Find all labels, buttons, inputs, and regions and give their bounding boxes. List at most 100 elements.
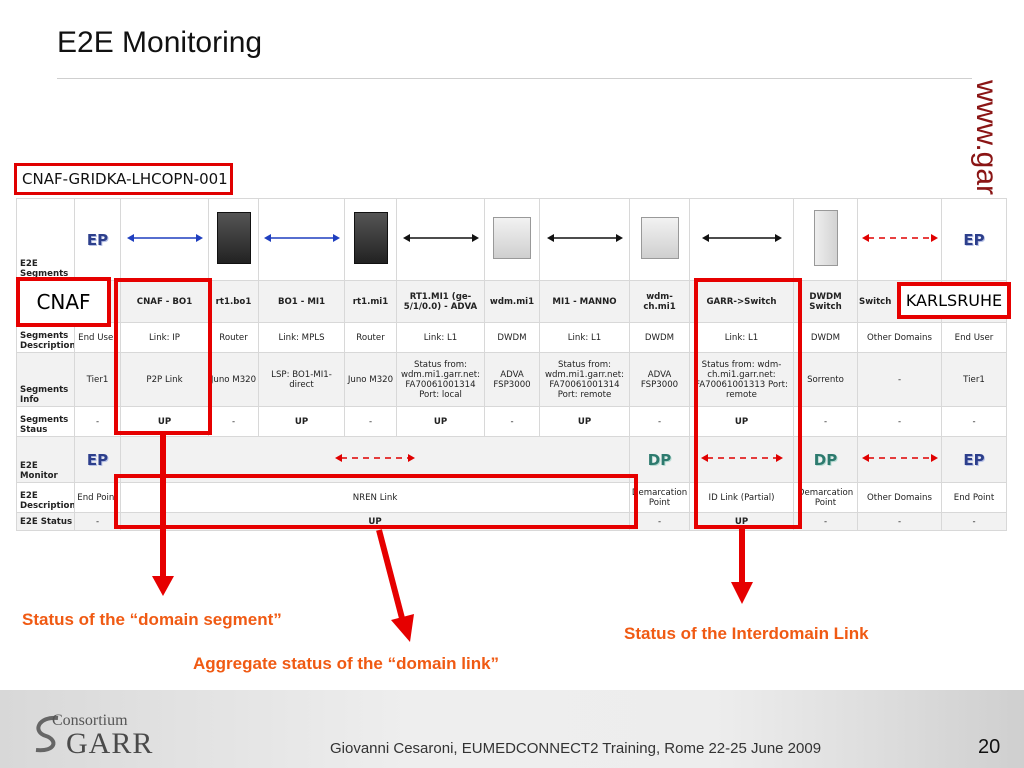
segment-description: End User — [941, 322, 1007, 353]
double-arrow-black-icon — [701, 234, 782, 242]
dwdm-device-icon — [640, 217, 679, 259]
segment-info: Tier1 — [941, 352, 1007, 407]
garr-logo-icon — [35, 715, 59, 753]
segment-description: Router — [208, 322, 259, 353]
switch-device-icon — [813, 210, 838, 266]
segment-info: LSP: BO1-MI1-direct — [258, 352, 345, 407]
dwdm-device-icon — [493, 217, 531, 259]
segment-info: Tier1 — [74, 352, 121, 407]
arrow-black-2 — [539, 198, 630, 281]
segment-description: Other Domains — [857, 322, 942, 353]
segments-description-row: Segments Description End User Link: IP R… — [16, 322, 1007, 353]
segment-status: - — [857, 406, 942, 437]
ep-cell-left: EP — [74, 436, 121, 483]
double-arrow-blue-icon — [126, 234, 203, 242]
domain-link-highlight-box — [114, 474, 638, 529]
segment-info: Juno M320 — [344, 352, 397, 407]
dwdm-icon-cell-2 — [629, 198, 690, 281]
arrow-black-3 — [689, 198, 794, 281]
segment-description: Link: MPLS — [258, 322, 345, 353]
dp-badge-icon: DP — [647, 450, 672, 469]
note-domain-link: Aggregate status of the “domain link” — [193, 654, 500, 673]
footer-consortium: Consortium — [52, 712, 128, 729]
arrow-domain-segment-icon — [152, 434, 174, 596]
double-arrow-red-dashed-icon — [335, 454, 415, 462]
arrow-blue-1 — [120, 198, 209, 281]
segment-status: - — [793, 406, 858, 437]
ep-cell-right: EP — [941, 198, 1007, 281]
e2e-status: - — [857, 512, 942, 531]
ep-badge-icon: EP — [963, 230, 985, 249]
segment-info: Status from: wdm.mi1.garr.net: FA7006100… — [396, 352, 485, 407]
slide-title: E2E Monitoring — [57, 26, 263, 59]
double-arrow-red-dashed-icon — [861, 454, 938, 462]
id-link-monitor-arrow-cell — [689, 436, 794, 483]
segments-icon-row: E2E Segments EP EP — [16, 198, 1007, 281]
e2e-description: Demarcation Point — [793, 482, 858, 513]
segments-status-row: Segments Staus - UP - UP - UP - UP - UP … — [16, 406, 1007, 437]
footer-band — [0, 690, 1024, 768]
segment-info: ADVA FSP3000 — [484, 352, 540, 407]
arrow-blue-2 — [258, 198, 345, 281]
node-name: GARR->Switch — [689, 280, 794, 323]
router-icon — [216, 212, 251, 264]
connection-id: CNAF-GRIDKA-LHCOPN-001 — [14, 163, 233, 195]
e2e-description: ID Link (Partial) — [689, 482, 794, 513]
node-name: wdm-ch.mi1 — [629, 280, 690, 323]
row-header-e2e-status: E2E Status — [16, 512, 75, 531]
karlsruhe-label: KARLSRUHE — [905, 291, 1003, 310]
note-interdomain-link: Status of the Interdomain Link — [624, 624, 869, 643]
segment-status: UP — [396, 406, 485, 437]
double-arrow-blue-icon — [263, 234, 340, 242]
cnaf-highlight-box: CNAF — [16, 277, 111, 327]
footer-garr: GARR — [66, 727, 154, 760]
row-header-segments-info: Segments Info — [16, 352, 75, 407]
router-icon-cell-1 — [208, 198, 259, 281]
segment-description: Link: IP — [120, 322, 209, 353]
double-arrow-black-icon — [402, 234, 479, 242]
segment-status: UP — [539, 406, 630, 437]
node-name: DWDM Switch — [793, 280, 858, 323]
node-name: CNAF - BO1 — [120, 280, 209, 323]
router-icon-cell-2 — [344, 198, 397, 281]
node-name: wdm.mi1 — [484, 280, 540, 323]
page-number: 20 — [978, 736, 1001, 758]
domain-segment-highlight-box — [114, 278, 212, 435]
arrow-red-dashed-1 — [857, 198, 942, 281]
note-domain-segment: Status of the “domain segment” — [22, 610, 282, 629]
brand-url-vertical: www.gar — [970, 80, 1003, 196]
node-name: BO1 - MI1 — [258, 280, 345, 323]
e2e-status: - — [629, 512, 690, 531]
arrow-interdomain-link-icon — [731, 528, 753, 604]
node-name: RT1.MI1 (ge-5/1/0.0) - ADVA — [396, 280, 485, 323]
segment-status: - — [629, 406, 690, 437]
ep-badge-icon: EP — [86, 230, 109, 249]
row-header-e2e-monitor: E2E Monitor — [16, 436, 75, 483]
cnaf-label: CNAF — [36, 290, 91, 314]
segments-info-row: Segments Info Tier1 P2P Link Juno M320 L… — [16, 352, 1007, 407]
router-icon — [353, 212, 388, 264]
e2e-status: - — [74, 512, 121, 531]
row-header-segments-status: Segments Staus — [16, 406, 75, 437]
e2e-description-row: E2E Description End Point NREN Link Dema… — [16, 482, 1007, 513]
karlsruhe-highlight-box: KARLSRUHE — [897, 282, 1011, 319]
segment-description: Link: L1 — [396, 322, 485, 353]
dp-cell-left: DP — [629, 436, 690, 483]
footer-caption: Giovanni Cesaroni, EUMEDCONNECT2 Trainin… — [330, 740, 822, 757]
e2e-description: Other Domains — [857, 482, 942, 513]
double-arrow-red-dashed-icon — [861, 234, 938, 242]
e2e-description: Demarcation Point — [629, 482, 690, 513]
interdomain-link-highlight-box — [694, 278, 802, 529]
segment-description: Link: L1 — [539, 322, 630, 353]
title-divider — [57, 78, 972, 79]
double-arrow-red-dashed-icon — [700, 454, 783, 462]
segment-description: DWDM — [629, 322, 690, 353]
segment-info: - — [857, 352, 942, 407]
node-name: rt1.mi1 — [344, 280, 397, 323]
ep-badge-icon: EP — [963, 450, 985, 469]
dp-badge-icon: DP — [813, 450, 838, 469]
double-arrow-black-icon — [546, 234, 623, 242]
arrow-domain-link-icon — [376, 529, 414, 642]
arrow-black-1 — [396, 198, 485, 281]
segment-status: - — [941, 406, 1007, 437]
